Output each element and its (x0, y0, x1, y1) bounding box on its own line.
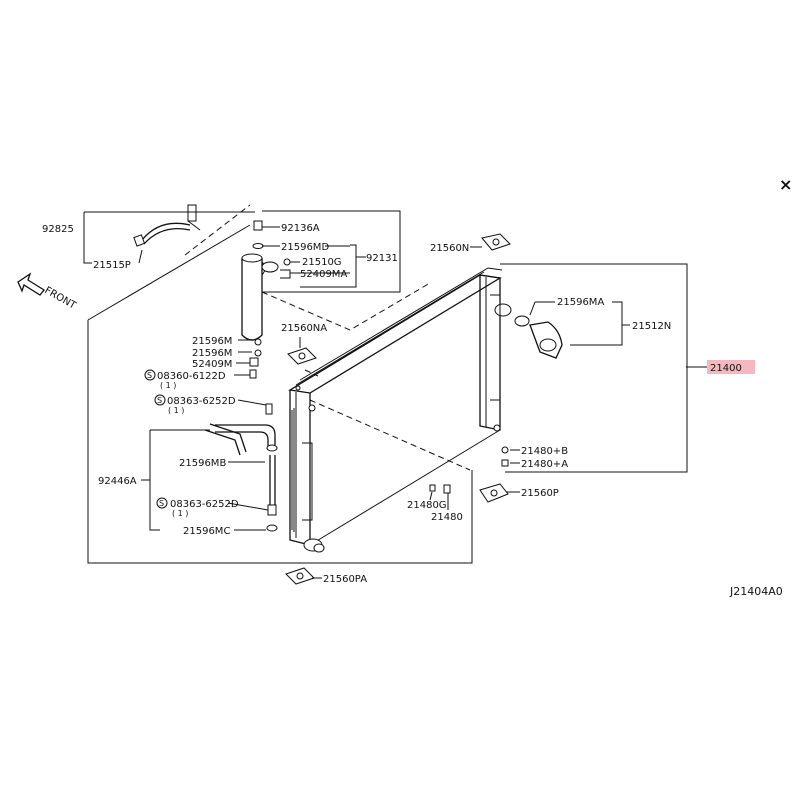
part-label[interactable]: 21560N (430, 243, 469, 254)
mount-21560NA (287, 347, 317, 365)
bolt-spec-08360: S 08360-6122D ( 1 ) (144, 369, 226, 390)
bolt-spec-08363-1: S 08363-6252D ( 1 ) (154, 394, 236, 415)
screw-icon: S (159, 499, 164, 508)
part-label[interactable]: 21515P (93, 260, 131, 271)
part-label[interactable]: 08360-6122D (157, 371, 226, 382)
quantity-label: ( 1 ) (160, 381, 176, 390)
leader-lines (83, 211, 707, 579)
part-label[interactable]: 21510G (302, 257, 342, 268)
part-label[interactable]: 21512N (632, 321, 671, 332)
part-label[interactable]: 92825 (42, 224, 74, 235)
reservoir-group-box (262, 210, 401, 293)
part-label[interactable]: 21596MD (281, 242, 329, 253)
radiator-core (288, 267, 512, 553)
screw-icon: S (157, 396, 162, 405)
part-label[interactable]: 21480 (431, 512, 463, 523)
part-label[interactable]: 21596MB (179, 458, 226, 469)
drain-plug-icon (501, 446, 509, 454)
drain-bolt-icon (501, 459, 509, 467)
part-label[interactable]: 52409M (192, 359, 232, 370)
front-arrow-icon (17, 272, 45, 296)
part-label[interactable]: 92136A (281, 223, 320, 234)
hose-assembly (204, 403, 278, 532)
part-label[interactable]: 92131 (366, 253, 398, 264)
screw-icon: S (147, 371, 152, 380)
part-label-highlighted[interactable]: 21400 (710, 363, 742, 374)
part-label[interactable]: 21480+B (521, 446, 568, 457)
cap-parts (252, 220, 291, 279)
part-label[interactable]: 21560PA (323, 574, 367, 585)
bolt-spec-08363-2: S 08363-6252D ( 1 ) (156, 497, 239, 518)
part-label[interactable]: 92446A (98, 476, 137, 487)
fitting-icon (249, 357, 259, 367)
part-label[interactable]: 21596M (192, 348, 232, 359)
cock-icon (429, 484, 436, 492)
part-label[interactable]: 21596MA (557, 297, 604, 308)
diagram-code: J21404A0 (729, 585, 783, 598)
sensor-hose (133, 204, 201, 247)
part-label[interactable]: 08363-6252D (167, 396, 236, 407)
clip-icon (254, 338, 262, 346)
mount-21560PA (285, 567, 315, 585)
highlight-box (707, 360, 755, 374)
cock-bolt-icon (443, 484, 451, 494)
mount-21560N (481, 233, 511, 251)
quantity-label: ( 1 ) (168, 406, 184, 415)
outlet-elbow (514, 315, 563, 359)
mount-21560P (479, 483, 509, 503)
close-icon[interactable]: × (779, 175, 792, 194)
radiator-group-boundary (87, 224, 473, 564)
part-label[interactable]: 21596M (192, 336, 232, 347)
part-label[interactable]: 08363-6252D (170, 499, 239, 510)
part-label[interactable]: 21560P (521, 488, 559, 499)
part-label[interactable]: 21560NA (281, 323, 327, 334)
part-label[interactable]: 21480G (407, 500, 447, 511)
part-label[interactable]: 21596MC (183, 526, 230, 537)
bolt-icon (249, 369, 257, 379)
quantity-label: ( 1 ) (172, 509, 188, 518)
part-label[interactable]: 52409MA (300, 269, 347, 280)
front-label: FRONT (43, 285, 79, 312)
part-label[interactable]: 21480+A (521, 459, 568, 470)
clip-icon (254, 349, 262, 357)
